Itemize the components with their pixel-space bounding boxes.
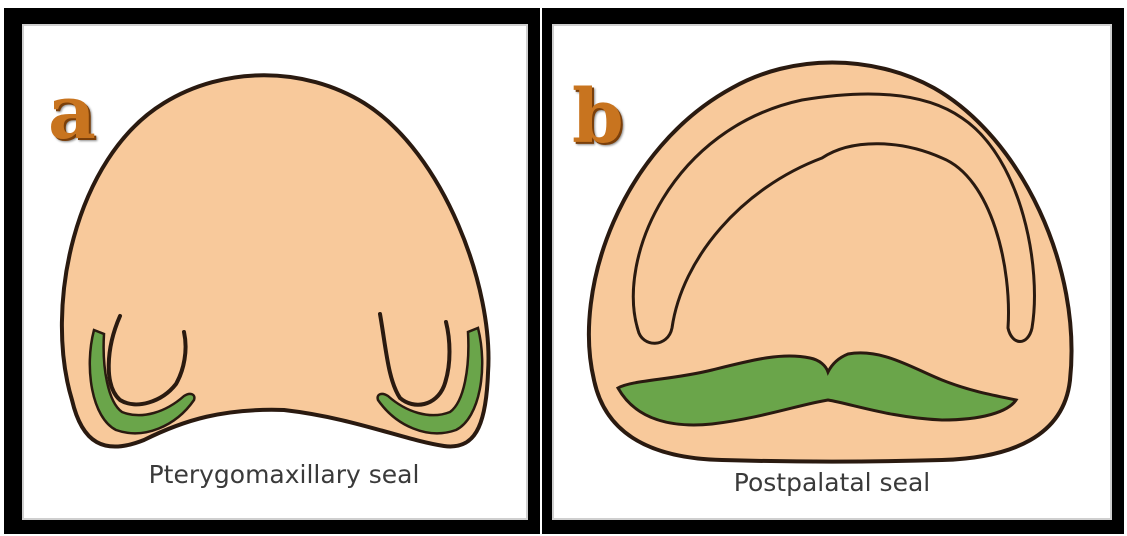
panel-a-caption: Pterygomaxillary seal: [124, 460, 444, 489]
panel-b-letter: b: [572, 80, 624, 154]
panel-a-letter: a: [48, 76, 96, 150]
panel-a: a Pterygomaxillary seal: [4, 8, 540, 534]
panel-b-caption: Postpalatal seal: [682, 468, 982, 497]
panel-b: b Postpalatal seal: [542, 8, 1124, 534]
palate-shape-a: [62, 75, 489, 446]
postpalatal-diagram: [542, 8, 1124, 534]
